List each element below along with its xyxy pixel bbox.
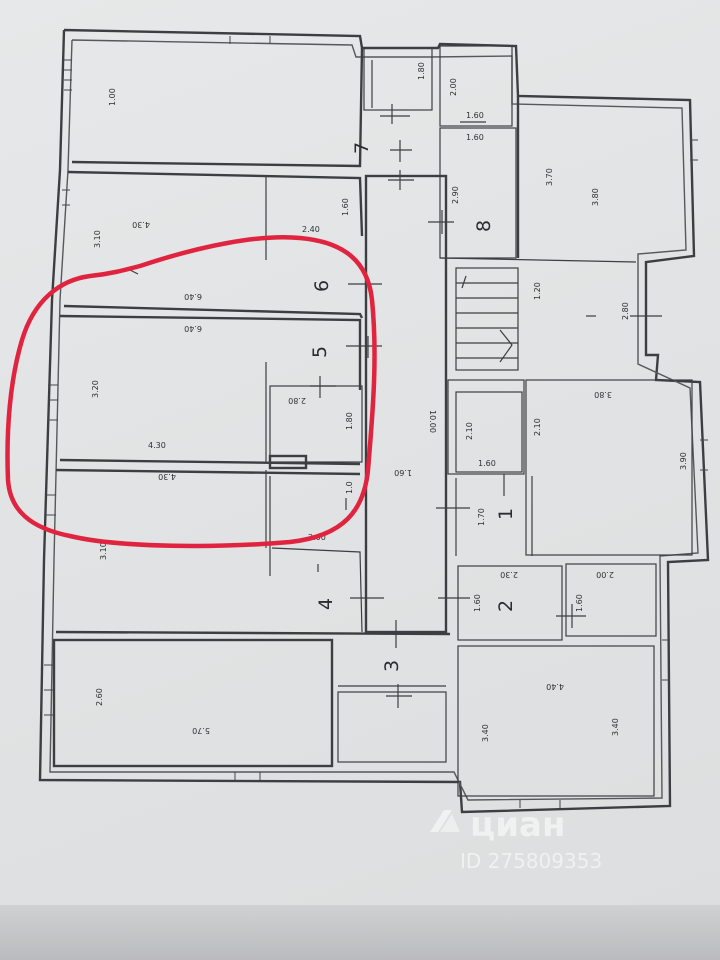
dim-label: 2.80 — [288, 396, 306, 405]
dim-label: 2.90 — [451, 186, 460, 204]
dim-label: 1.20 — [533, 282, 542, 300]
dim-label: 1.60 — [341, 198, 350, 216]
dim-label: 3.20 — [91, 380, 100, 398]
room-number-6: 6 — [311, 280, 333, 292]
dim-label: 4.30 — [148, 441, 166, 450]
dim-label: 4.30 — [132, 220, 150, 229]
room-number-labels: 7 8 6 5 1 2 4 3 — [309, 142, 517, 672]
watermark: циан ID 275809353 — [430, 805, 602, 873]
dim-label: 10.00 — [428, 410, 437, 433]
room-partitions — [52, 45, 693, 797]
dim-label: 1.0 — [345, 481, 354, 494]
dim-label: 3.80 — [591, 188, 600, 206]
room-number-7: 7 — [351, 142, 373, 154]
room-number-5: 5 — [309, 346, 331, 358]
inner-contour — [49, 39, 699, 801]
dim-label: 1.80 — [417, 62, 426, 80]
dim-label: 2.40 — [302, 225, 320, 234]
dim-label: 1.60 — [466, 111, 484, 120]
dim-label: 2.80 — [621, 302, 630, 320]
dim-label: 2.00 — [596, 570, 614, 579]
highlight-outline — [5, 235, 377, 549]
watermark-id: ID 275809353 — [460, 849, 602, 873]
dim-label: 6.40 — [184, 324, 202, 333]
room-number-3: 3 — [381, 660, 403, 672]
room-number-8: 8 — [473, 220, 495, 232]
dim-label: 1.60 — [575, 594, 584, 612]
door-marks — [129, 104, 662, 708]
watermark-brand: циан — [470, 805, 565, 845]
dim-label: 3.90 — [679, 452, 688, 470]
dim-label: 4.30 — [158, 472, 176, 481]
dim-label: 3.40 — [611, 718, 620, 736]
dim-label: 1.60 — [466, 133, 484, 142]
dim-label: 2.10 — [533, 418, 542, 436]
dim-label: 1.70 — [477, 508, 486, 526]
dimension-labels: 1.80 2.00 1.60 1.60 1.00 3.70 3.80 2.90 … — [91, 62, 688, 742]
dim-label: 3.10 — [93, 230, 102, 248]
dim-label: 2.10 — [465, 422, 474, 440]
outer-wall — [38, 28, 710, 814]
dim-label: 4.40 — [546, 682, 564, 691]
dim-label: 2.30 — [500, 570, 518, 579]
dim-label: 1.80 — [345, 412, 354, 430]
dim-label: 1.60 — [473, 594, 482, 612]
dim-label: 2.60 — [95, 688, 104, 706]
dim-label: 3.10 — [99, 542, 108, 560]
dim-label: 1.00 — [108, 88, 117, 106]
room-number-1: 1 — [495, 508, 517, 520]
staircase — [455, 267, 519, 371]
dim-label: 5.70 — [192, 726, 210, 735]
dim-label: 6.40 — [184, 292, 202, 301]
dim-label: 3.70 — [545, 168, 554, 186]
dim-label: 2.00 — [449, 78, 458, 96]
windows — [44, 36, 708, 808]
dim-label: 1.60 — [478, 459, 496, 468]
table-surface — [0, 905, 720, 960]
room-number-4: 4 — [315, 598, 337, 610]
dim-label: 3.80 — [594, 390, 612, 399]
room-number-2: 2 — [495, 600, 517, 612]
dim-label: 3.40 — [481, 724, 490, 742]
dim-label: 1.60 — [394, 468, 412, 477]
cian-logo-icon — [430, 810, 460, 832]
